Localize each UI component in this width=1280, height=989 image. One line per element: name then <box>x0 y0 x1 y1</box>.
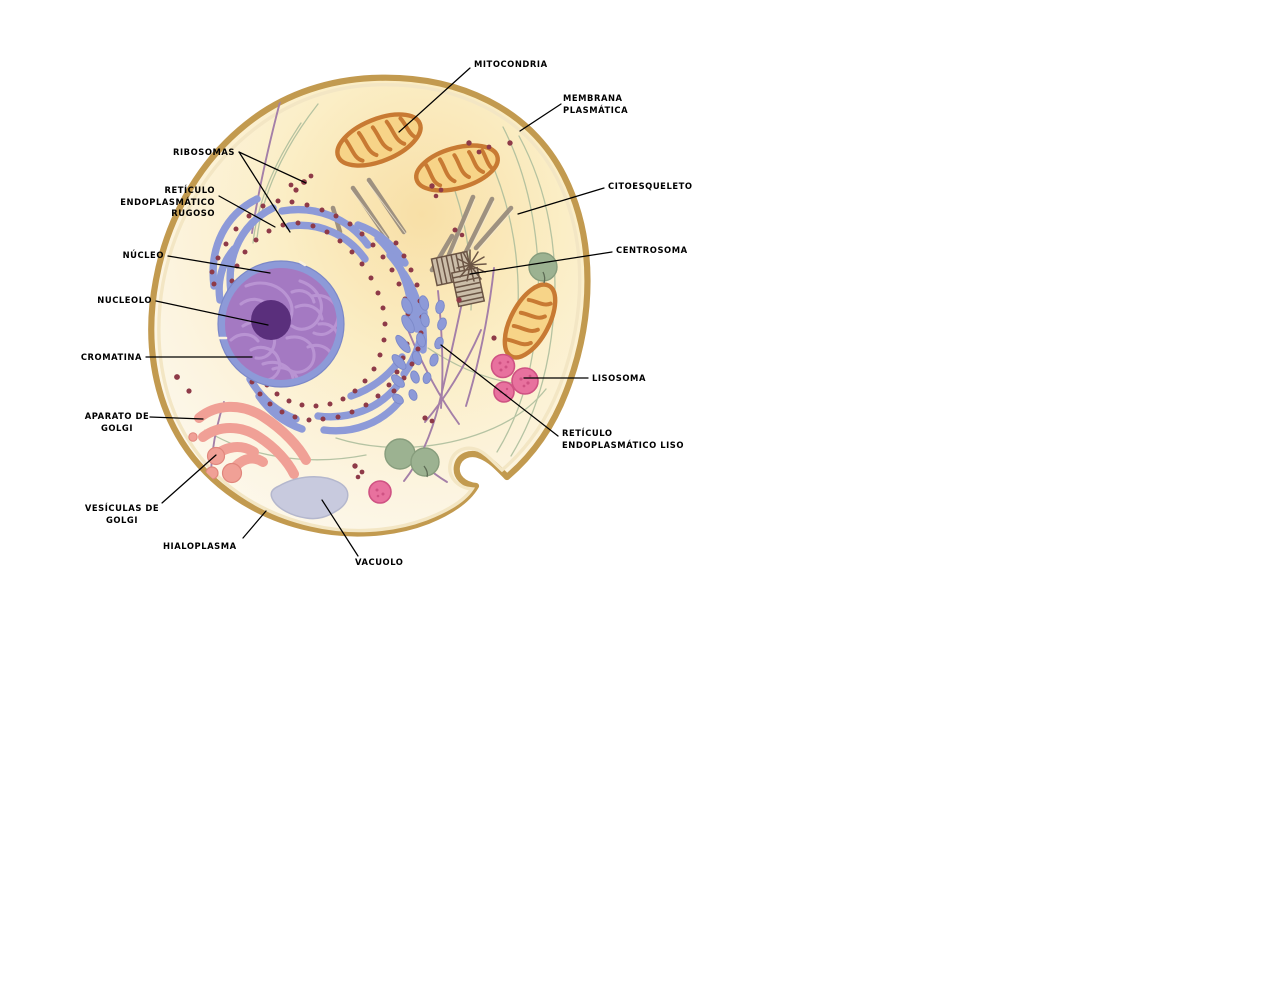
centrosome <box>430 249 487 308</box>
label-nucleo: NÚCLEO <box>122 250 164 260</box>
label-hialoplasma: HIALOPLASMA <box>163 541 237 551</box>
leader-golgi <box>149 416 204 420</box>
peroxisomes <box>384 252 558 478</box>
leader-mitocondria <box>398 67 471 133</box>
mitochondrion <box>414 143 500 193</box>
leader-rer <box>218 195 276 228</box>
label-reticulo-endoplasmatico-rugoso: RETÍCULO ENDOPLASMÁTICO RUGOSO <box>120 185 215 218</box>
plasma-membrane-inner <box>157 82 582 533</box>
nucleolus <box>251 300 291 340</box>
label-mitocondria: MITOCONDRIA <box>474 59 548 69</box>
label-nucleolo: NUCLEOLO <box>97 295 152 305</box>
cytoskeleton-microtubules <box>330 177 514 273</box>
label-lisosoma: LISOSOMA <box>592 373 646 383</box>
rough-endoplasmic-reticulum <box>209 195 428 435</box>
label-membrana-plasmatica: MEMBRANA PLASMÁTICA <box>563 93 629 115</box>
label-cromatina: CROMATINA <box>80 352 142 362</box>
smooth-endoplasmic-reticulum <box>391 295 447 405</box>
label-citoesqueleto: CITOESQUELETO <box>608 181 693 191</box>
leader-membrana <box>519 103 562 132</box>
leader-lines <box>145 67 613 557</box>
leader-nucleo <box>167 255 271 274</box>
leader-centrosoma <box>469 251 613 275</box>
leader-reticulo-liso <box>440 344 559 437</box>
nucleus <box>217 260 345 388</box>
mitochondrion <box>335 112 423 168</box>
label-aparato-de-golgi: APARATO DE GOLGI <box>84 411 150 433</box>
leader-ribosomas-b <box>238 151 291 233</box>
label-centrosoma: CENTROSOMA <box>616 245 688 255</box>
leader-vacuolo <box>321 499 359 557</box>
ribosome-dots-on-er <box>209 198 425 423</box>
label-vacuolo: VACUOLO <box>355 557 404 567</box>
leader-hialoplasma <box>242 510 267 539</box>
label-reticulo-endoplasmatico-liso: RETÍCULO ENDOPLASMÁTICO LISO <box>562 428 685 450</box>
vacuole <box>270 476 349 520</box>
label-vesiculas-de-golgi: VESÍCULAS DE GOLGI <box>84 503 160 525</box>
leader-ribosomas-a <box>238 151 307 184</box>
golgi-apparatus <box>194 401 311 479</box>
label-ribosomas: RIBOSOMAS <box>172 147 235 157</box>
leader-nucleolo <box>155 300 269 326</box>
mitochondria-group <box>335 112 558 360</box>
lysosomes <box>368 353 539 504</box>
leader-citoesqueleto <box>517 187 605 215</box>
leader-vesiculas <box>161 454 217 504</box>
mitochondrion <box>502 282 558 360</box>
nuclear-pores <box>217 260 307 340</box>
